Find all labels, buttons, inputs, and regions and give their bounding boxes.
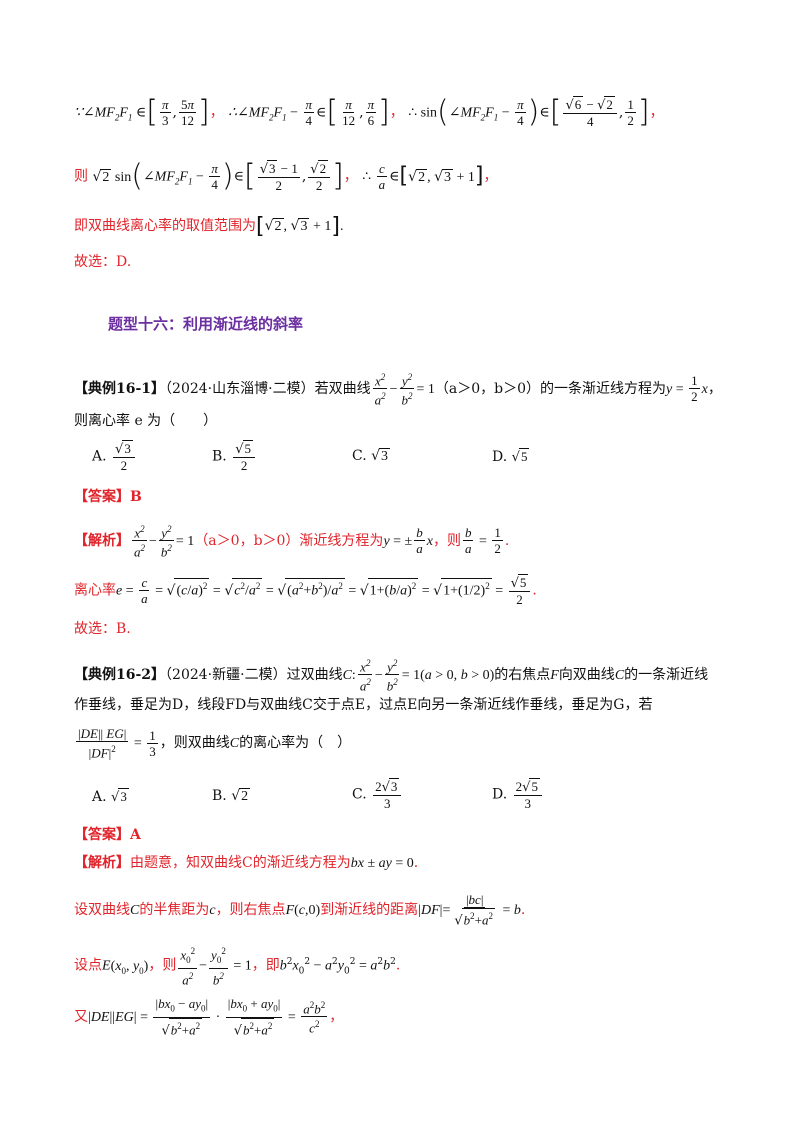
example-16-2-analysis-2: 设双曲线C的半焦距为c，则右焦点F(c,0)到渐近线的距离|DF|=|bc|√b…	[74, 892, 526, 929]
example-16-2-analysis-4: 又|DE||EG| = |bx0 − ay0|√b2+a2 · |bx0 + a…	[74, 996, 344, 1038]
section-heading: 题型十六：利用渐近线的斜率	[108, 307, 308, 341]
option-b-2[interactable]: B. √2	[212, 788, 251, 804]
option-c[interactable]: C. √3	[352, 448, 391, 464]
option-a-2[interactable]: A. √3	[92, 788, 129, 805]
option-d[interactable]: D. √5	[492, 448, 530, 465]
example-16-1-question-cont: 则离心率 e 为（ ）	[74, 413, 218, 429]
example-16-2-question-cont: 作垂线，垂足为D，线段FD与双曲线C交于点E，过点E向另一条渐近线作垂线，垂足为…	[74, 697, 653, 713]
example-16-1-answer: 【答案】B	[74, 489, 142, 505]
example-16-2-answer: 【答案】A	[74, 827, 141, 843]
example-16-2-analysis-1: 【解析】由题意，知双曲线C的渐近线方程为bx ± ay = 0.	[74, 855, 419, 871]
solution-conclusion: 即双曲线离心率的取值范围为[√2, √3 + 1].	[74, 213, 344, 239]
solution-choice: 故选：D.	[74, 254, 132, 270]
example-16-1-choice: 故选：B.	[74, 621, 131, 637]
